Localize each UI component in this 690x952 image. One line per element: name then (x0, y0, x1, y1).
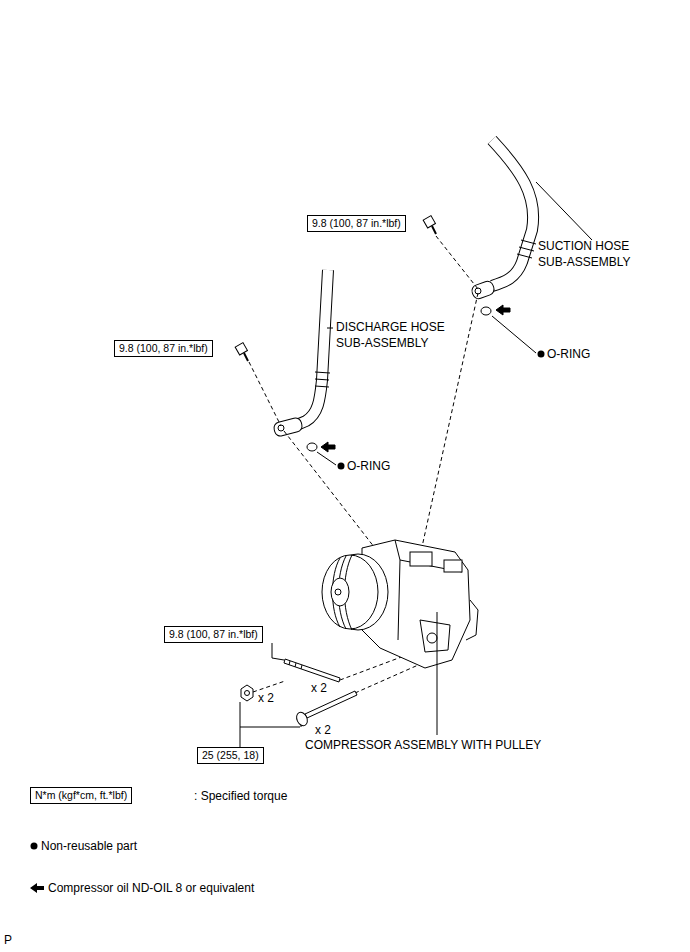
torque-box: 9.8 (100, 87 in.*lbf) (114, 340, 213, 357)
torque-value: 9.8 (100, 87 in.*lbf) (119, 342, 208, 354)
part-label: O-RING (347, 458, 390, 474)
part-label: O-RING (547, 346, 590, 362)
part-label: x 2 (311, 680, 327, 696)
torque-box: 25 (255, 18) (197, 747, 264, 764)
part-label: x 2 (315, 722, 331, 738)
part-label: x 2 (258, 690, 274, 706)
torque-value: 9.8 (100, 87 in.*lbf) (169, 628, 258, 640)
torque-value: N*m (kgf*cm, ft.*lbf) (35, 789, 127, 801)
torque-box: N*m (kgf*cm, ft.*lbf) (30, 787, 132, 804)
legend-text: : Specified torque (194, 788, 287, 804)
part-label: COMPRESSOR ASSEMBLY WITH PULLEY (305, 737, 541, 753)
part-label: DISCHARGE HOSE SUB-ASSEMBLY (336, 319, 454, 351)
torque-value: 9.8 (100, 87 in.*lbf) (312, 217, 401, 229)
legend-text: Non-reusable part (41, 838, 137, 854)
part-label: P (4, 932, 12, 948)
torque-box: 9.8 (100, 87 in.*lbf) (164, 626, 263, 643)
legend-text: Compressor oil ND-OIL 8 or equivalent (48, 880, 254, 896)
part-label: SUCTION HOSE SUB-ASSEMBLY (538, 238, 646, 270)
torque-value: 25 (255, 18) (202, 749, 259, 761)
torque-box: 9.8 (100, 87 in.*lbf) (307, 215, 406, 232)
